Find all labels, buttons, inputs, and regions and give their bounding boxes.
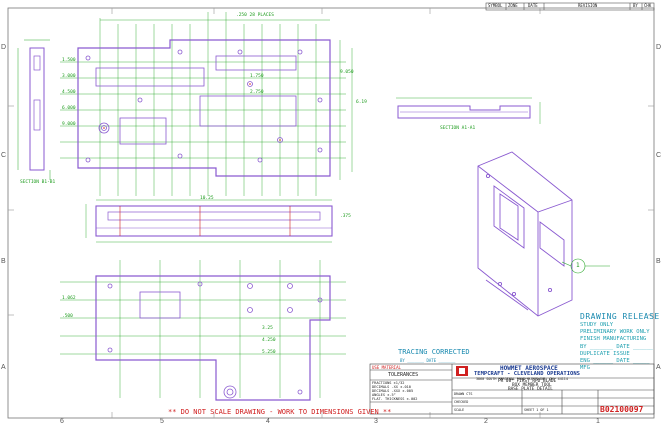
rev-header-date: DATE (528, 3, 538, 8)
tolerance-line: DECIMALS .XXX ±.005 (372, 389, 414, 393)
isometric-view (477, 151, 573, 317)
side-view-left (17, 39, 51, 180)
checked-by: CHECKED (454, 400, 469, 404)
release-option: PRELIMINARY WORK ONLY (580, 329, 650, 336)
top-plan-view (60, 12, 353, 196)
tolerance-line: ANGLES ±.5° (372, 393, 396, 397)
dim-callout-top: .250 28 PLACES (236, 13, 274, 18)
front-elevation-view (85, 199, 333, 243)
dim-9: 10.25 (200, 196, 214, 201)
scale-label: SCALE (454, 408, 465, 412)
company-name: HOWMET AEROSPACE (500, 365, 558, 372)
zone-col-1: 1 (596, 418, 600, 425)
dim-10: .375 (340, 214, 351, 219)
section-aa-view (396, 97, 541, 124)
rev-header-zone: ZONE (508, 3, 518, 8)
dim-8: 2.750 (250, 90, 264, 95)
zone-row-d-right: D (656, 44, 662, 51)
part-title-2: BOX MEMBER TOOL (512, 383, 552, 388)
zone-col-5: 5 (160, 418, 164, 425)
zone-row-a: A (1, 364, 6, 371)
tracing-corrected-label: TRACING CORRECTED (398, 348, 470, 356)
dim-13: .500 (62, 314, 73, 319)
rev-header-by: BY (633, 3, 638, 8)
zone-row-d: D (1, 44, 7, 51)
release-option: FINISH MANUFACTURING (580, 336, 647, 343)
tolerance-line: FLAT. THICKNESS ±.002 (372, 397, 418, 401)
tolerances-label: TOLERANCES (388, 372, 419, 378)
zone-row-b-right: B (656, 258, 661, 265)
zone-row-b: B (1, 258, 6, 265)
dim-11: 6.19 (356, 100, 367, 105)
company-division: TEMPCRAFT - CLEVELAND OPERATIONS (474, 371, 580, 377)
rev-header-symbol: SYMBOL (488, 3, 503, 8)
dim-4: 6.000 (62, 106, 76, 111)
zone-row-c: C (1, 152, 7, 159)
detail-balloon-number: 1 (576, 262, 580, 269)
release-options: STUDY ONLY PRELIMINARY WORK ONLY FINISH … (580, 322, 653, 372)
part-title-1: PR 08* FIRST RPD BLADE (498, 379, 557, 384)
zone-col-6: 6 (60, 418, 64, 425)
zone-row-c-right: C (656, 152, 662, 159)
rev-header-chk: CHK (644, 3, 652, 8)
dim-1: 1.500 (62, 58, 76, 63)
drawing-number: B02100097 (600, 405, 644, 414)
do-not-scale-notice: ** DO NOT SCALE DRAWING - WORK TO DIMENS… (168, 408, 392, 416)
zone-col-4: 4 (266, 418, 270, 425)
zone-row-a-right: A (656, 364, 661, 371)
zone-col-2: 2 (484, 418, 488, 425)
dim-5: 9.000 (62, 122, 76, 127)
tracing-by-line: BY _______ DATE _______ (400, 358, 456, 363)
tolerance-line: FRACTIONS ±1/32 (372, 381, 405, 385)
sheet-number: SHEET 1 OF 1 (524, 408, 549, 412)
dim-16: 5.250 (262, 350, 276, 355)
bottom-plan-view (60, 260, 346, 401)
release-title: DRAWING RELEASE (580, 312, 660, 321)
dim-6: 9.050 (340, 70, 354, 75)
release-option: BY _______ DATE ______ (580, 343, 653, 350)
release-option: DUPLICATE ISSUE (580, 350, 630, 357)
tolerance-line: DECIMALS .XX ±.010 (372, 385, 411, 389)
dim-2: 3.000 (62, 74, 76, 79)
release-option: STUDY ONLY (580, 322, 614, 328)
dim-12: 1.062 (62, 296, 76, 301)
company-address: 3860 SOUTH MARGINAL ROAD CLEVELAND, OH. … (476, 377, 568, 381)
dim-3: 4.500 (62, 90, 76, 95)
zone-col-3: 3 (374, 418, 378, 425)
dim-15: 4.250 (262, 338, 276, 343)
drawn-by: DRAWN CTS (454, 392, 473, 396)
material-label: USE MATERIAL (372, 365, 401, 370)
part-title-3: BASE PLATE DETAIL (508, 387, 553, 392)
title-block-lines (369, 363, 655, 415)
release-option: ENG ______ DATE _____ (580, 358, 650, 365)
dim-14: 3.25 (262, 326, 273, 331)
dim-7: 1.750 (250, 74, 264, 79)
section-bb-label: SECTION B1-B1 (20, 180, 56, 185)
section-aa-label: SECTION A1-A1 (440, 126, 476, 131)
release-option: MFG (580, 365, 590, 372)
rev-header-revision: REVISION (578, 3, 598, 8)
